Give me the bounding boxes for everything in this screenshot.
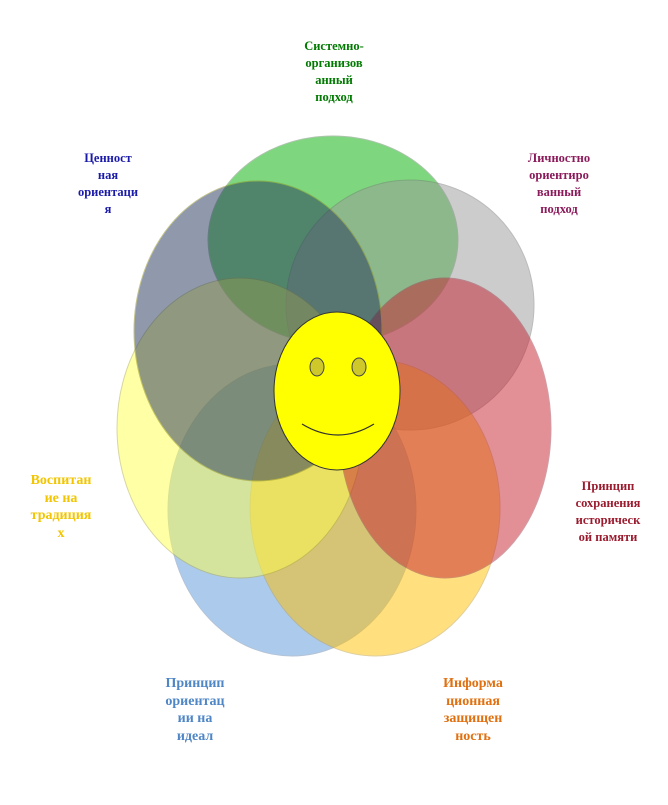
label-informational: Информа ционная защищен ность [443,676,503,744]
label-historical: Принцип сохранения историческ ой памяти [575,479,641,544]
label-value: Ценност ная ориентаци я [77,151,139,216]
smiley-right-eye [351,357,367,377]
label-ideal: Принцип ориентац ии на идеал [165,676,225,744]
smiley-face [273,311,401,471]
smiley-face-icon [273,311,401,471]
smiley-left-eye [309,357,325,377]
label-traditions: Воспитан ие на традиция х [30,473,92,541]
label-systemic: Системно- организов анный подход [304,39,364,104]
label-personal: Личностно ориентиро ванный подход [527,151,591,216]
smiley-mouth [301,423,375,436]
